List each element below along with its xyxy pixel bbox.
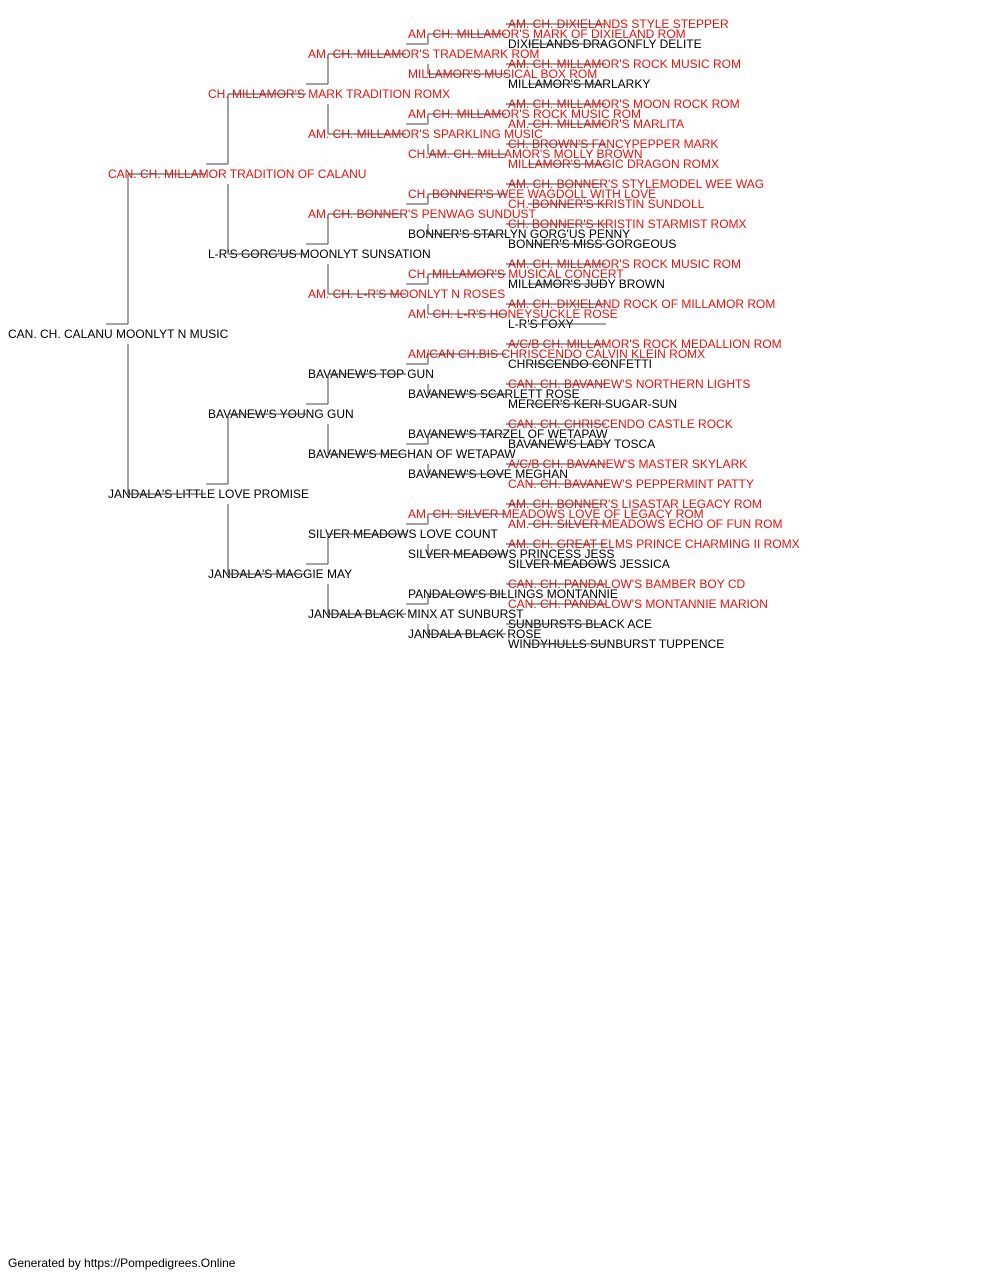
pedigree-entry: CH. BONNER'S KRISTIN STARMIST ROMX [508, 217, 747, 231]
pedigree-entry: AM. CH. MILLAMOR'S ROCK MUSIC ROM [508, 257, 741, 271]
pedigree-entry: AM. CH. MILLAMOR'S ROCK MUSIC ROM [508, 57, 741, 71]
pedigree-entry: CAN. CH. BAVANEW'S NORTHERN LIGHTS [508, 377, 750, 391]
pedigree-entry: MILLAMOR'S MAGIC DRAGON ROMX [508, 157, 719, 171]
pedigree-entry: CAN. CH. CALANU MOONLYT N MUSIC [8, 327, 229, 341]
pedigree-entry: AM. CH. L-R'S HONEYSUCKLE ROSE [408, 307, 618, 321]
pedigree-entry: JANDALA BLACK MINX AT SUNBURST [308, 607, 524, 621]
pedigree-entry: BAVANEW'S TARZEL OF WETAPAW [408, 427, 608, 441]
pedigree-entry: AM/CAN CH.BIS CHRISCENDO CALVIN KLEIN RO… [408, 347, 705, 361]
pedigree-entry: WINDYHULLS SUNBURST TUPPENCE [508, 637, 724, 651]
pedigree-entry: AM. CH. BONNER'S LISASTAR LEGACY ROM [508, 497, 762, 511]
pedigree-entry: CH. BROWN'S FANCYPEPPER MARK [508, 137, 718, 151]
pedigree-entry: CAN. CH. MILLAMOR TRADITION OF CALANU [108, 167, 366, 181]
pedigree-entry: AM. CH. BONNER'S PENWAG SUNDUST [308, 207, 537, 221]
pedigree-entry: PANDALOW'S BILLINGS MONTANNIE [408, 587, 618, 601]
pedigree-entry: SILVER MEADOWS PRINCESS JESS [408, 547, 615, 561]
pedigree-entry: AM. CH. GREAT ELMS PRINCE CHARMING II RO… [508, 537, 800, 551]
pedigree-entry: CH. BONNER'S KRISTIN SUNDOLL [508, 197, 705, 211]
pedigree-entry: L-R'S GORG'US MOONLYT SUNSATION [208, 247, 431, 261]
pedigree-entry: AM. CH. MILLAMOR'S SPARKLING MUSIC [308, 127, 543, 141]
pedigree-entry: CH. BONNER'S WEE WAGDOLL WITH LOVE [408, 187, 656, 201]
pedigree-entry: CH. MILLAMOR'S MUSICAL CONCERT [408, 267, 624, 281]
pedigree-entry: A/C/B CH. BAVANEW'S MASTER SKYLARK [508, 457, 747, 471]
pedigree-entry: CAN. CH. BAVANEW'S PEPPERMINT PATTY [508, 477, 754, 491]
pedigree-entry: A/C/B CH. MILLAMOR'S ROCK MEDALLION ROM [508, 337, 782, 351]
pedigree-entry: CH.AM. CH. MILLAMOR'S MOLLY BROWN [408, 147, 643, 161]
pedigree-entry: AM. CH. BONNER'S STYLEMODEL WEE WAG [508, 177, 764, 191]
pedigree-entry: AM. CH. MILLAMOR'S MOON ROCK ROM [508, 97, 740, 111]
pedigree-entry: AM. CH. DIXIELANDS STYLE STEPPER [508, 17, 729, 31]
pedigree-entry: CAN. CH. PANDALOW'S BAMBER BOY CD [508, 577, 746, 591]
pedigree-entry: AM. CH. DIXIELAND ROCK OF MILLAMOR ROM [508, 297, 775, 311]
pedigree-entry: JANDALA'S LITTLE LOVE PROMISE [108, 487, 309, 501]
generated-by-footer: Generated by https://Pompedigrees.Online [8, 1256, 236, 1270]
pedigree-entry: AM. CH. SILVER MEADOWS ECHO OF FUN ROM [508, 517, 782, 531]
pedigree-entry: BONNER'S STARLYN GORG'US PENNY [408, 227, 630, 241]
pedigree-entry: CH. MILLAMOR'S MARK TRADITION ROMX [208, 87, 450, 101]
pedigree-entry: BAVANEW'S MEGHAN OF WETAPAW [308, 447, 516, 461]
pedigree-entry: AM. CH. MILLAMOR'S MARK OF DIXIELAND ROM [408, 27, 686, 41]
pedigree-entry: AM. CH. SILVER MEADOWS LOVE OF LEGACY RO… [408, 507, 704, 521]
pedigree-entry: CAN. CH. PANDALOW'S MONTANNIE MARION [508, 597, 768, 611]
pedigree-entry: AM. CH. L-R'S MOONLYT N ROSES [308, 287, 505, 301]
pedigree-entry: CAN. CH. CHRISCENDO CASTLE ROCK [508, 417, 733, 431]
pedigree-entry: AM. CH. MILLAMOR'S TRADEMARK ROM [308, 47, 539, 61]
pedigree-entry: AM. CH. MILLAMOR'S ROCK MUSIC ROM [408, 107, 641, 121]
